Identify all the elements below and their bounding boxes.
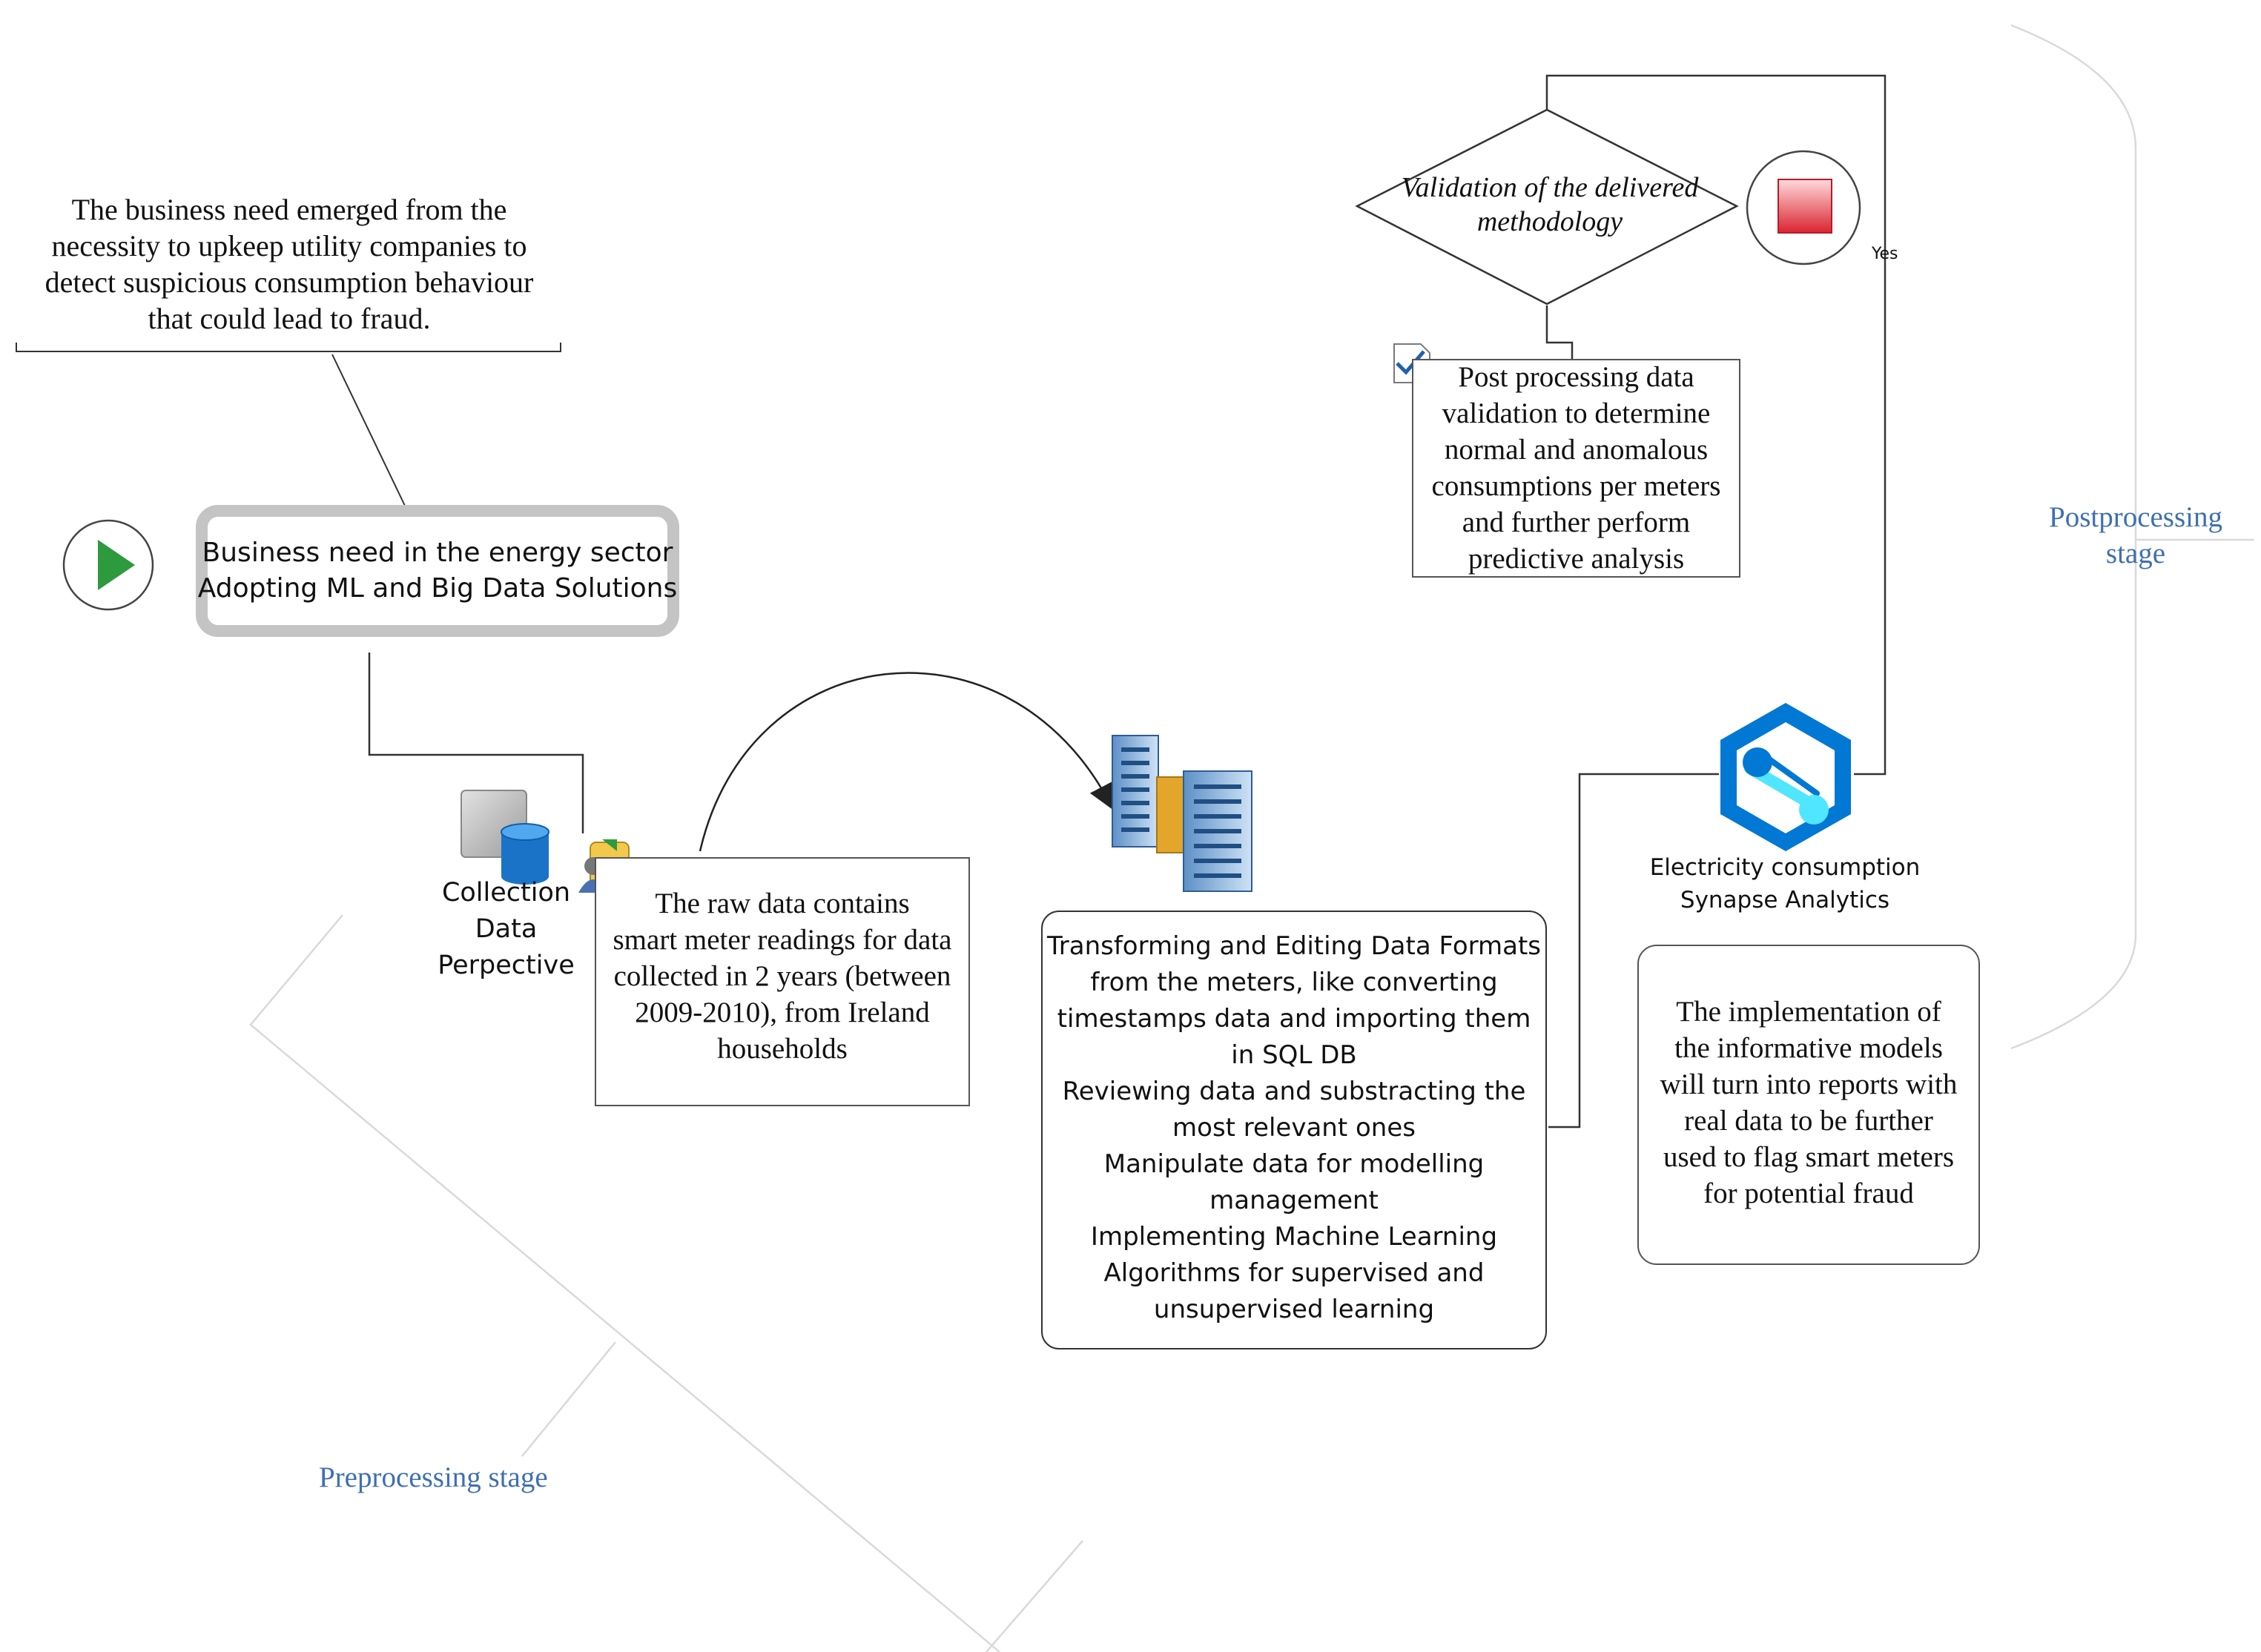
collection-data-label: Collection Data Perpective (438, 875, 575, 984)
flow-validation-to-post-processing (1545, 305, 1574, 359)
note-line: used to flag smart meters (1663, 1141, 1955, 1173)
flow-transform-to-synapse (1548, 773, 1719, 1129)
play-icon (98, 540, 135, 590)
note-line: smart meter readings for data (613, 924, 952, 956)
note-line: for potential fraud (1703, 1177, 1914, 1209)
label-line: Electricity consumption (1649, 854, 1921, 881)
task-line: Algorithms for supervised and (1103, 1258, 1485, 1288)
task-line: management (1209, 1186, 1379, 1215)
business-need-annotation: The business need emerged from the neces… (15, 191, 564, 337)
label-line: Synapse Analytics (1680, 887, 1890, 913)
note-line: 2009-2010), from Ireland (635, 997, 930, 1028)
start-event (62, 519, 154, 611)
stop-square-icon (1778, 179, 1832, 234)
annotation-connector (331, 354, 406, 506)
task-line: Implementing Machine Learning (1090, 1222, 1498, 1252)
implementation-note: The implementation of the informative mo… (1637, 994, 1980, 1212)
post-processing-task: Post processing data validation to deter… (1412, 359, 1740, 577)
task-line: Adopting ML and Big Data Solutions (197, 573, 678, 604)
stage-label-line: Postprocessing (2049, 501, 2222, 533)
gateway-line: Validation of the delivered (1401, 172, 1699, 203)
database-icon (461, 790, 549, 885)
annotation-line: that could lead to fraud. (148, 302, 431, 335)
stage-label-line: stage (2105, 538, 2166, 569)
annotation-bracket (16, 343, 561, 352)
task-line: Manipulate data for modelling (1103, 1149, 1485, 1179)
task-line: and further perform (1462, 506, 1691, 538)
note-line: collected in 2 years (between (613, 960, 951, 992)
note-line: real data to be further (1684, 1105, 1933, 1137)
transform-task: Transforming and Editing Data Formats fr… (1041, 928, 1547, 1328)
task-line: consumptions per meters (1431, 470, 1721, 502)
task-line: Post processing data (1458, 361, 1694, 393)
validation-gateway-label: Validation of the delivered methodology (1350, 171, 1750, 239)
gateway-line: methodology (1476, 206, 1623, 237)
task-line: from the meters, like converting (1090, 968, 1498, 997)
synapse-label: Electricity consumption Synapse Analytic… (1609, 851, 1961, 916)
business-need-task: Business need in the energy sector Adopt… (196, 505, 679, 637)
task-line: most relevant ones (1172, 1113, 1416, 1143)
raw-data-note: The raw data contains smart meter readin… (595, 885, 970, 1067)
task-line: Business need in the energy sector (202, 538, 673, 568)
end-event (1746, 150, 1861, 265)
postprocessing-stage-boundary (2010, 24, 2254, 1050)
task-line: validation to determine (1442, 397, 1711, 429)
label-line: Perpective (438, 951, 575, 980)
note-line: will turn into reports with (1660, 1068, 1958, 1100)
label-line: Data (475, 914, 538, 944)
task-line: Reviewing data and substracting the (1062, 1077, 1526, 1106)
flow-business-to-collection (368, 652, 584, 833)
servers-icon (1112, 735, 1252, 892)
postprocessing-stage-label: Postprocessing stage (2032, 499, 2239, 572)
flow-raw-data-to-servers (699, 672, 1114, 852)
transform-task-box (1041, 911, 1547, 1349)
annotation-line: The business need emerged from the (71, 193, 507, 226)
annotation-line: detect suspicious consumption behaviour (44, 265, 534, 299)
flow-synapse-to-validation (1545, 74, 1887, 776)
synapse-analytics-icon (1720, 703, 1851, 851)
task-line: unsupervised learning (1153, 1295, 1435, 1324)
yes-label: Yes (1872, 245, 1898, 263)
label-line: Collection (441, 878, 571, 908)
preprocessing-stage-label: Preprocessing stage (319, 1461, 548, 1493)
raw-data-note-box (595, 857, 970, 1106)
note-line: The implementation of (1676, 996, 1941, 1028)
post-processing-task-box (1412, 359, 1740, 578)
implementation-note-box (1637, 945, 1980, 1265)
task-line: Transforming and Editing Data Formats (1046, 931, 1542, 961)
note-line: the informative models (1674, 1032, 1943, 1064)
preprocessing-stage-boundary (249, 914, 1083, 1652)
task-line: normal and anomalous (1444, 434, 1709, 466)
task-line: timestamps data and importing them (1057, 1004, 1531, 1034)
task-line: in SQL DB (1231, 1040, 1357, 1070)
note-line: households (717, 1033, 848, 1065)
annotation-line: necessity to upkeep utility companies to (51, 229, 527, 262)
validation-gateway (1355, 108, 1739, 305)
note-line: The raw data contains (655, 888, 910, 919)
task-line: predictive analysis (1468, 543, 1685, 575)
